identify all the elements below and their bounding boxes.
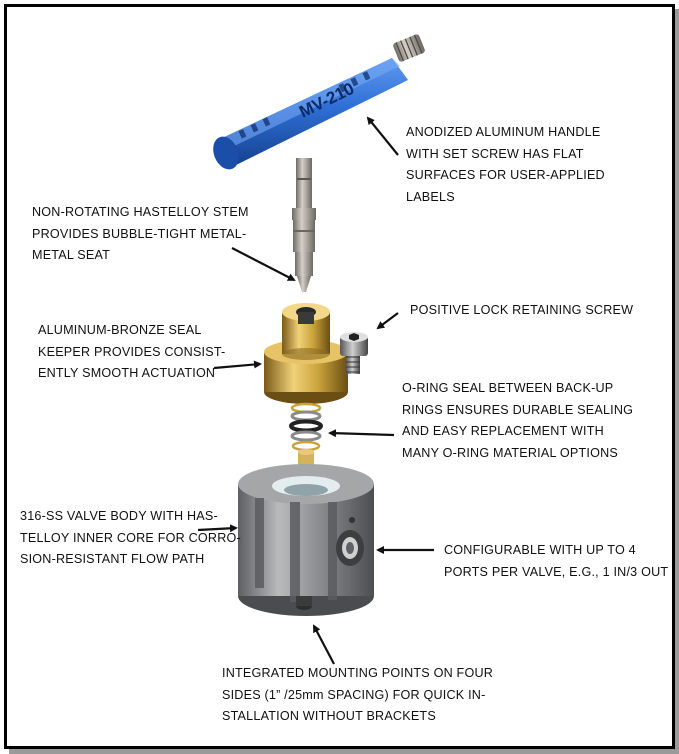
callout-leaders <box>197 116 434 665</box>
callout-seal-keeper: ALUMINUM-BRONZE SEAL KEEPER PROVIDES CON… <box>38 323 226 380</box>
leader-seal-keeper <box>213 360 262 370</box>
aluminum-bronze-seal-keeper <box>264 303 348 404</box>
leader-lock-screw <box>376 312 399 330</box>
callout-handle: ANODIZED ALUMINUM HANDLE WITH SET SCREW … <box>406 125 605 204</box>
leader-o-ring <box>328 429 395 438</box>
callout-ports: CONFIGURABLE WITH UP TO 4 PORTS PER VALV… <box>444 543 669 579</box>
o-ring-stack <box>289 402 323 466</box>
callout-valve-body: 316-SS VALVE BODY WITH HAS- TELLOY INNER… <box>20 509 241 566</box>
hastelloy-stem <box>292 158 316 292</box>
stainless-valve-body <box>238 464 374 616</box>
anodized-aluminum-handle: MV-210 <box>213 58 408 170</box>
leader-mounting <box>313 624 335 665</box>
leader-valve-body <box>197 524 238 533</box>
callout-stem: NON-ROTATING HASTELLOY STEM PROVIDES BUB… <box>32 205 249 262</box>
callout-lock-screw: POSITIVE LOCK RETAINING SCREW <box>410 303 634 317</box>
handle-set-screw <box>393 34 425 62</box>
callout-mounting: INTEGRATED MOUNTING POINTS ON FOUR SIDES… <box>222 666 494 723</box>
leader-handle <box>366 116 399 156</box>
positive-lock-retaining-screw <box>340 332 368 374</box>
callout-o-ring: O-RING SEAL BETWEEN BACK-UP RINGS ENSURE… <box>402 381 634 460</box>
leader-stem <box>231 247 296 281</box>
